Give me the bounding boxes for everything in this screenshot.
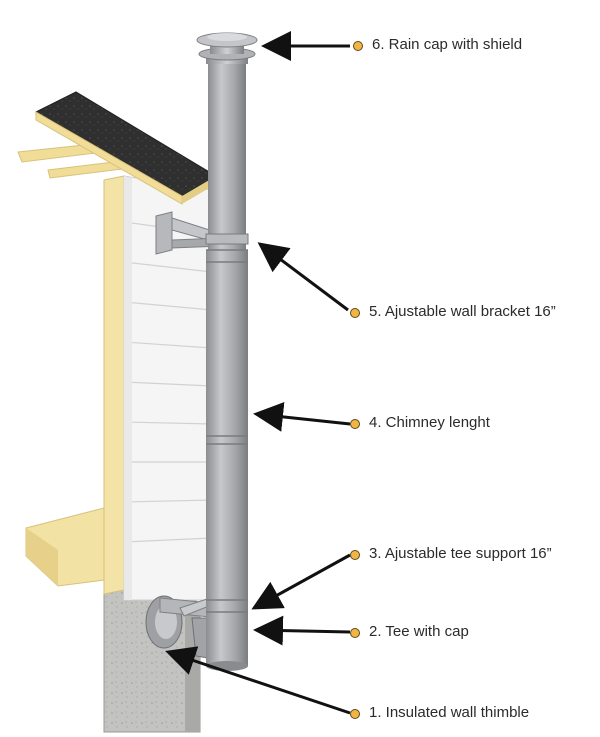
callout-dot-tee-support bbox=[350, 550, 360, 560]
callout-dot-rain-cap bbox=[353, 41, 363, 51]
rain-cap bbox=[196, 32, 258, 64]
callout-dot-wall-thimble bbox=[350, 709, 360, 719]
callout-label-tee-support: 3. Ajustable tee support 16” bbox=[369, 545, 552, 562]
callout-arrows bbox=[165, 31, 351, 715]
callout-label-chimney-length: 4. Chimney lenght bbox=[369, 414, 490, 431]
roof bbox=[34, 91, 217, 205]
callout-label-wall-thimble: 1. Insulated wall thimble bbox=[369, 704, 530, 721]
callout-label-tee-cap: 2. Tee with cap bbox=[369, 623, 469, 640]
wood-frame bbox=[17, 141, 131, 595]
callout-dot-chimney-length bbox=[350, 419, 360, 429]
chimney-pipe bbox=[205, 56, 249, 671]
arrow-tee-cap bbox=[253, 615, 351, 646]
callout-label-rain-cap: 6. Rain cap with shield bbox=[372, 36, 523, 53]
arrow-chimney-length bbox=[253, 401, 351, 432]
callout-dot-tee-cap bbox=[350, 628, 360, 638]
callout-label-wall-bracket: 5. Ajustable wall bracket 16” bbox=[369, 303, 556, 320]
arrow-wall-thimble bbox=[165, 646, 351, 715]
arrow-tee-support bbox=[251, 553, 351, 610]
callout-dot-wall-bracket bbox=[350, 308, 360, 318]
arrow-wall-bracket bbox=[257, 242, 349, 312]
